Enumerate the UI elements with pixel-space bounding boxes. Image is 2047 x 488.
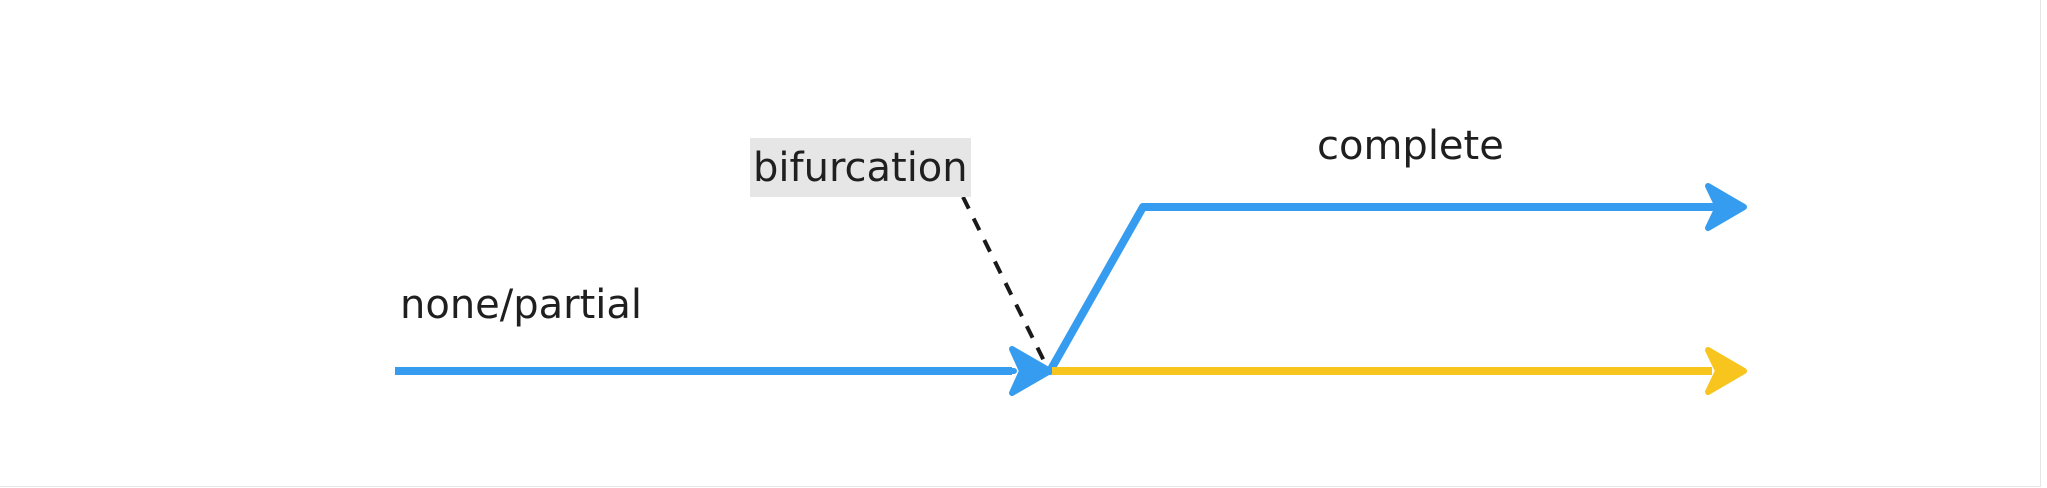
incoming-arrow-head <box>1009 346 1053 396</box>
upper-branch-head <box>1705 183 1747 231</box>
incoming-label: none/partial <box>400 282 643 328</box>
bifurcation-label: bifurcation <box>750 138 971 197</box>
upper-branch-arrow <box>1046 183 1747 375</box>
upper-branch-shaft <box>1046 203 1716 375</box>
bifurcation-label-text: bifurcation <box>753 144 968 191</box>
lower-branch-head <box>1705 347 1747 395</box>
upper-branch-label: complete <box>1317 123 1504 169</box>
incoming-arrow <box>395 346 1053 396</box>
bifurcation-callout-line <box>961 196 1050 370</box>
lower-branch-arrow <box>1052 347 1747 395</box>
